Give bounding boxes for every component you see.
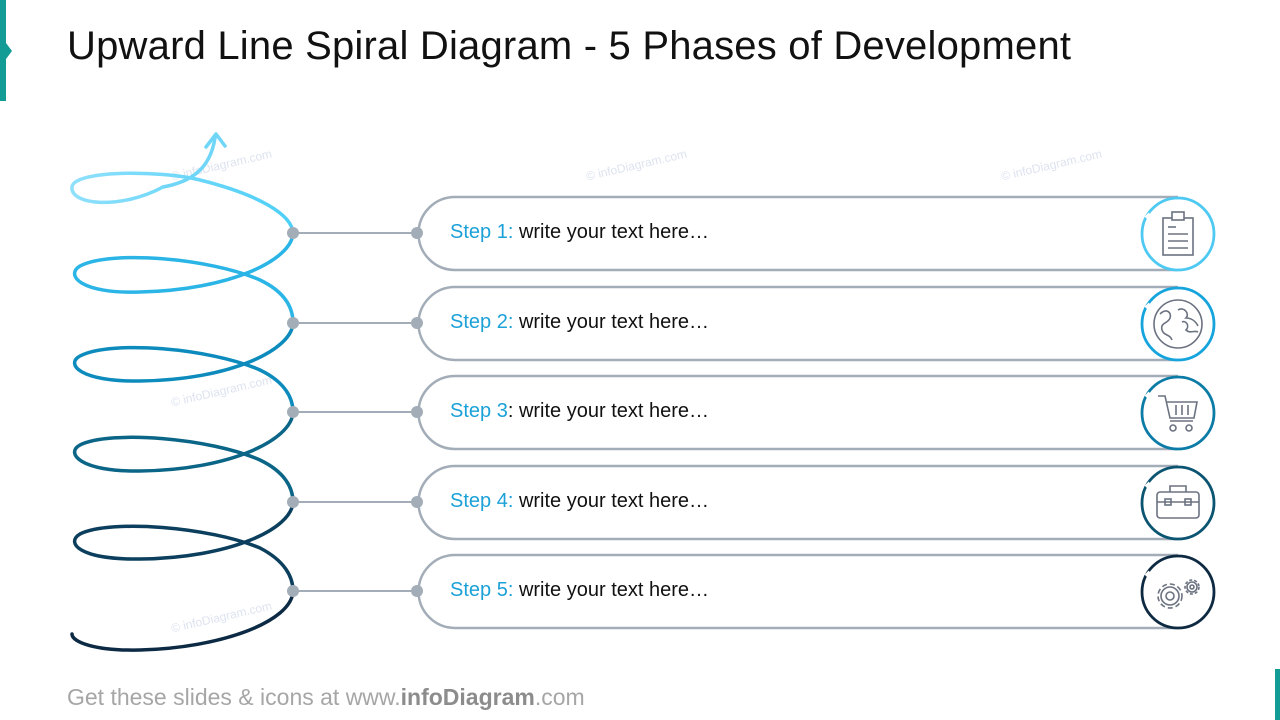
gears-icon xyxy=(1157,579,1200,609)
step-3-icon-ring xyxy=(1140,375,1216,451)
step-4-icon-ring xyxy=(1140,465,1216,541)
globe-icon xyxy=(1153,299,1203,349)
spiral-arrow-icon xyxy=(161,132,227,189)
shopping-cart-icon xyxy=(1158,395,1198,432)
step-2-icon-ring xyxy=(1140,286,1216,362)
step-2-text: Step 2: write your text here… xyxy=(450,311,709,334)
step-description: write your text here… xyxy=(513,311,710,333)
step-description: write your text here… xyxy=(513,490,710,512)
spiral-line xyxy=(70,171,295,652)
step-label: Step 3 xyxy=(450,400,508,422)
step-separator: : xyxy=(507,400,514,422)
footer-credit: Get these slides & icons at www.infoDiag… xyxy=(67,684,585,711)
step-4-text: Step 4: write your text here… xyxy=(450,490,709,513)
step-5-text: Step 5: write your text here… xyxy=(450,579,709,602)
footer-prefix: Get these slides & icons at www. xyxy=(67,684,401,710)
clipboard-icon xyxy=(1162,211,1194,256)
accent-bar-right xyxy=(1275,669,1280,720)
accent-notch xyxy=(6,43,12,59)
toolbox-icon xyxy=(1156,485,1200,519)
connectors xyxy=(287,227,423,597)
step-label: Step 5: xyxy=(450,579,514,601)
page-title: Upward Line Spiral Diagram - 5 Phases of… xyxy=(67,24,1072,68)
step-3-text: Step 3: write your text here… xyxy=(450,400,709,423)
step-description: write your text here… xyxy=(513,579,710,601)
step-label: Step 4: xyxy=(450,490,514,512)
footer-suffix: .com xyxy=(534,684,585,710)
step-1-text: Step 1: write your text here… xyxy=(450,221,709,244)
step-description: write your text here… xyxy=(513,221,710,243)
step-label: Step 2: xyxy=(450,311,514,333)
step-boxes xyxy=(417,195,1178,630)
step-label: Step 1: xyxy=(450,221,514,243)
step-description: write your text here… xyxy=(513,400,710,422)
footer-brand[interactable]: infoDiagram xyxy=(400,684,535,710)
accent-bar-left xyxy=(0,0,6,101)
